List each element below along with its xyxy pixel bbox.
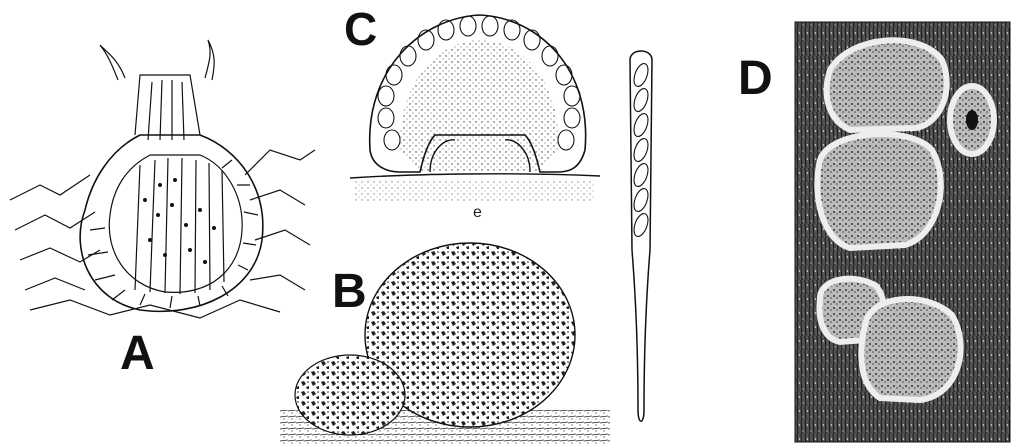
panel-a-label: A	[120, 330, 155, 378]
panel-c: C e	[330, 0, 610, 230]
ascus-illustration	[610, 40, 670, 440]
panel-d: D	[700, 0, 1016, 444]
panel-a: A	[0, 0, 320, 444]
panel-b-label: B	[332, 268, 367, 316]
panel-c-sublabel: e	[473, 205, 482, 221]
ascocarp-habit-illustration	[280, 240, 610, 444]
bark-apothecia-illustration	[700, 0, 1016, 444]
panel-c-label: C	[344, 6, 377, 52]
panel-b: B	[280, 240, 610, 444]
ascus-figure	[610, 40, 670, 440]
perithecium-section-illustration	[0, 0, 320, 444]
